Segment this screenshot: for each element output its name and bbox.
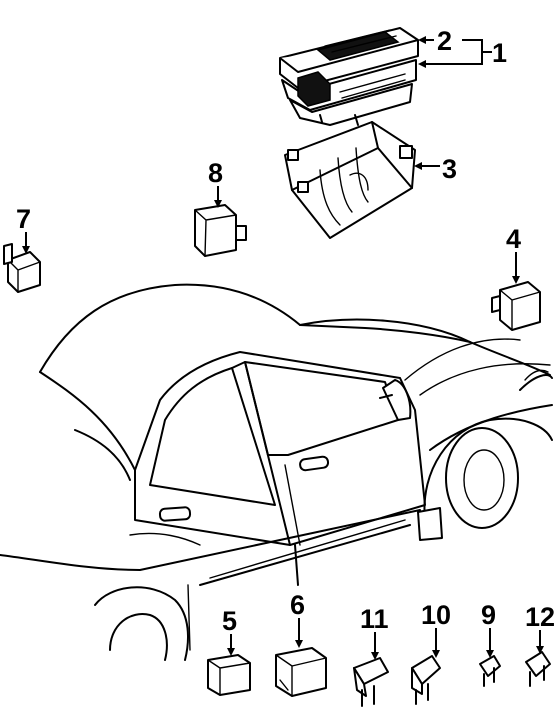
mini-fuse-9 xyxy=(479,655,501,687)
callout-8: 8 xyxy=(208,158,223,188)
mini-fuse-12 xyxy=(525,651,551,687)
module-bracket-tray xyxy=(284,121,416,239)
callout-9: 9 xyxy=(481,600,496,630)
control-module-assembly xyxy=(279,27,419,126)
maxi-fuse-11 xyxy=(353,657,389,707)
callout-4: 4 xyxy=(506,224,521,254)
relay-5 xyxy=(207,654,251,696)
maxi-fuse-10 xyxy=(411,655,441,705)
callout-2: 2 xyxy=(437,26,452,56)
relay-4 xyxy=(491,281,541,331)
callout-labels: 2 1 3 8 7 4 5 6 11 10 9 12 xyxy=(16,26,555,636)
callout-leaders xyxy=(22,36,544,660)
relay-7 xyxy=(3,243,41,293)
vehicle-illustration xyxy=(0,283,553,661)
relay-module-8 xyxy=(194,204,247,257)
callout-1: 1 xyxy=(492,38,507,68)
callout-12: 12 xyxy=(525,602,555,632)
callout-7: 7 xyxy=(16,204,31,234)
callout-5: 5 xyxy=(222,606,237,636)
callout-6: 6 xyxy=(290,590,305,620)
relay-6 xyxy=(275,647,327,697)
callout-10: 10 xyxy=(421,600,451,630)
callout-11: 11 xyxy=(360,604,389,634)
callout-3: 3 xyxy=(442,154,457,184)
